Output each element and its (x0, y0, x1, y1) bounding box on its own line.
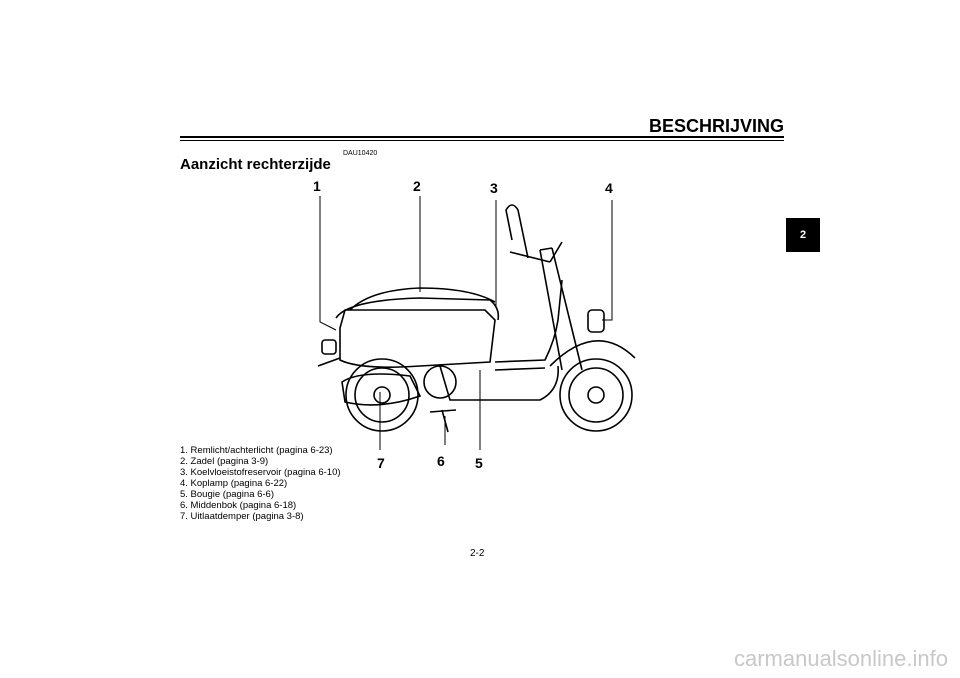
chapter-tab: 2 (786, 218, 820, 252)
legend-item: 7. Uitlaatdemper (pagina 3-8) (180, 511, 304, 522)
legend-item: 2. Zadel (pagina 3-9) (180, 456, 269, 467)
callout-5: 5 (475, 455, 483, 471)
scooter-illustration (317, 196, 636, 450)
callout-4: 4 (605, 180, 613, 196)
legend-item: 6. Middenbok (pagina 6-18) (180, 500, 297, 511)
header-rule (180, 136, 784, 138)
section-title: Aanzicht rechterzijde (180, 156, 331, 173)
page-header-title: BESCHRIJVING (648, 116, 784, 136)
legend-item: 5. Bougie (pagina 6-6) (180, 489, 275, 500)
page-number: 2-2 (470, 548, 485, 559)
callout-3: 3 (490, 180, 498, 196)
footer-watermark[interactable]: carmanualsonline.info (733, 646, 948, 671)
header-rule-thin (180, 140, 784, 141)
callout-2: 2 (413, 178, 421, 194)
legend-item: 3. Koelvloeistofreservoir (pagina 6-10) (180, 467, 341, 478)
legend-item: 4. Koplamp (pagina 6-22) (180, 478, 288, 489)
callout-7: 7 (377, 455, 385, 471)
doc-code: DAU10420 (343, 150, 378, 157)
legend-item: 1. Remlicht/achterlicht (pagina 6-23) (180, 445, 333, 456)
legend-list: 1. Remlicht/achterlicht (pagina 6-23) 2.… (180, 445, 341, 522)
callout-6: 6 (437, 453, 445, 469)
callout-1: 1 (313, 178, 321, 194)
